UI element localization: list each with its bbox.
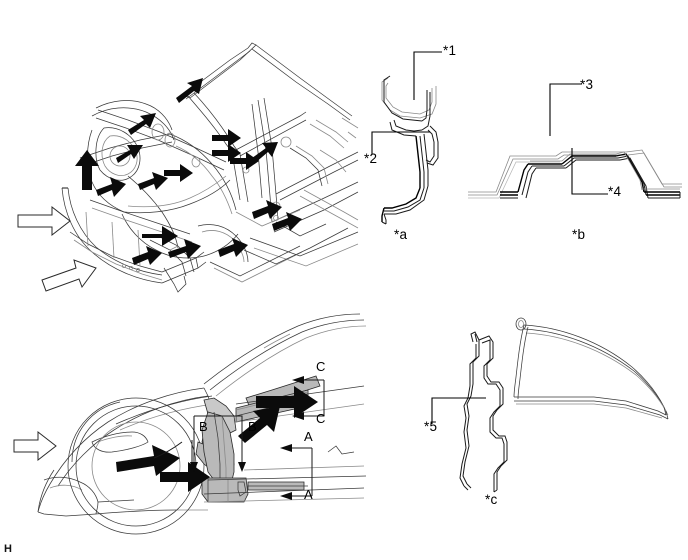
section-c-profile — [459, 331, 508, 493]
impact-direction-arrows — [17, 205, 97, 292]
section-label-c-top: C — [316, 359, 326, 374]
vehicle-side-view-figure — [8, 312, 368, 542]
section-c-bracket — [292, 376, 325, 420]
vehicle-body-outline — [37, 387, 215, 517]
callout-4-label: *4 — [608, 184, 622, 199]
front-body-structure-figure — [0, 0, 360, 300]
section-b-caption: *b — [572, 227, 586, 242]
force-path-arrows — [75, 78, 302, 265]
section-label-a-top: A — [304, 429, 313, 444]
pillar-shaded-structure — [195, 375, 321, 503]
section-a-bracket — [280, 444, 355, 500]
callout-5-label: *5 — [424, 419, 438, 434]
section-c-caption: *c — [485, 492, 498, 507]
callout-3-label: *3 — [580, 77, 594, 92]
vehicle-side-view-svg — [13, 313, 367, 535]
section-label-a-bottom: A — [304, 487, 313, 502]
section-a-light-panel — [381, 77, 437, 119]
window-frame-svg — [513, 317, 669, 420]
callout-4-leader — [566, 148, 636, 210]
section-label-b-left: B — [199, 419, 208, 434]
cross-section-c-svg — [459, 331, 508, 493]
open-arrow-lower — [41, 259, 97, 292]
roof-rail-outline — [203, 313, 367, 397]
callout-2-leader — [368, 128, 438, 168]
side-view-open-arrow — [13, 430, 57, 462]
callout-2-label: *2 — [364, 151, 378, 166]
front-body-structure-svg — [17, 42, 359, 293]
section-b-hat-profile — [500, 151, 681, 199]
cross-section-a-figure — [370, 30, 500, 230]
side-view-force-arrows — [116, 386, 318, 492]
page-corner-mark: H — [4, 543, 13, 555]
callout-5-leader — [428, 392, 498, 442]
body-skeleton-lines — [182, 42, 359, 267]
cross-section-b-svg — [468, 149, 682, 199]
callout-1-label: *1 — [443, 43, 457, 58]
section-b-light-panel — [468, 149, 682, 199]
window-frame-figure — [490, 315, 680, 435]
cross-section-b-figure — [466, 120, 686, 230]
callout-3-leader — [542, 78, 612, 148]
callout-1-leader — [396, 44, 466, 114]
section-a-caption: *a — [394, 227, 408, 242]
window-frame-outline — [513, 317, 669, 420]
open-arrow-upper — [17, 205, 71, 237]
section-label-b-right: B — [248, 419, 257, 434]
cross-section-a-svg — [381, 75, 439, 225]
section-a-main-profile — [381, 75, 439, 225]
cross-section-c-figure — [455, 312, 545, 497]
section-label-c-bottom: C — [316, 411, 326, 426]
section-b-bracket — [153, 415, 246, 472]
front-wheel — [67, 397, 205, 535]
